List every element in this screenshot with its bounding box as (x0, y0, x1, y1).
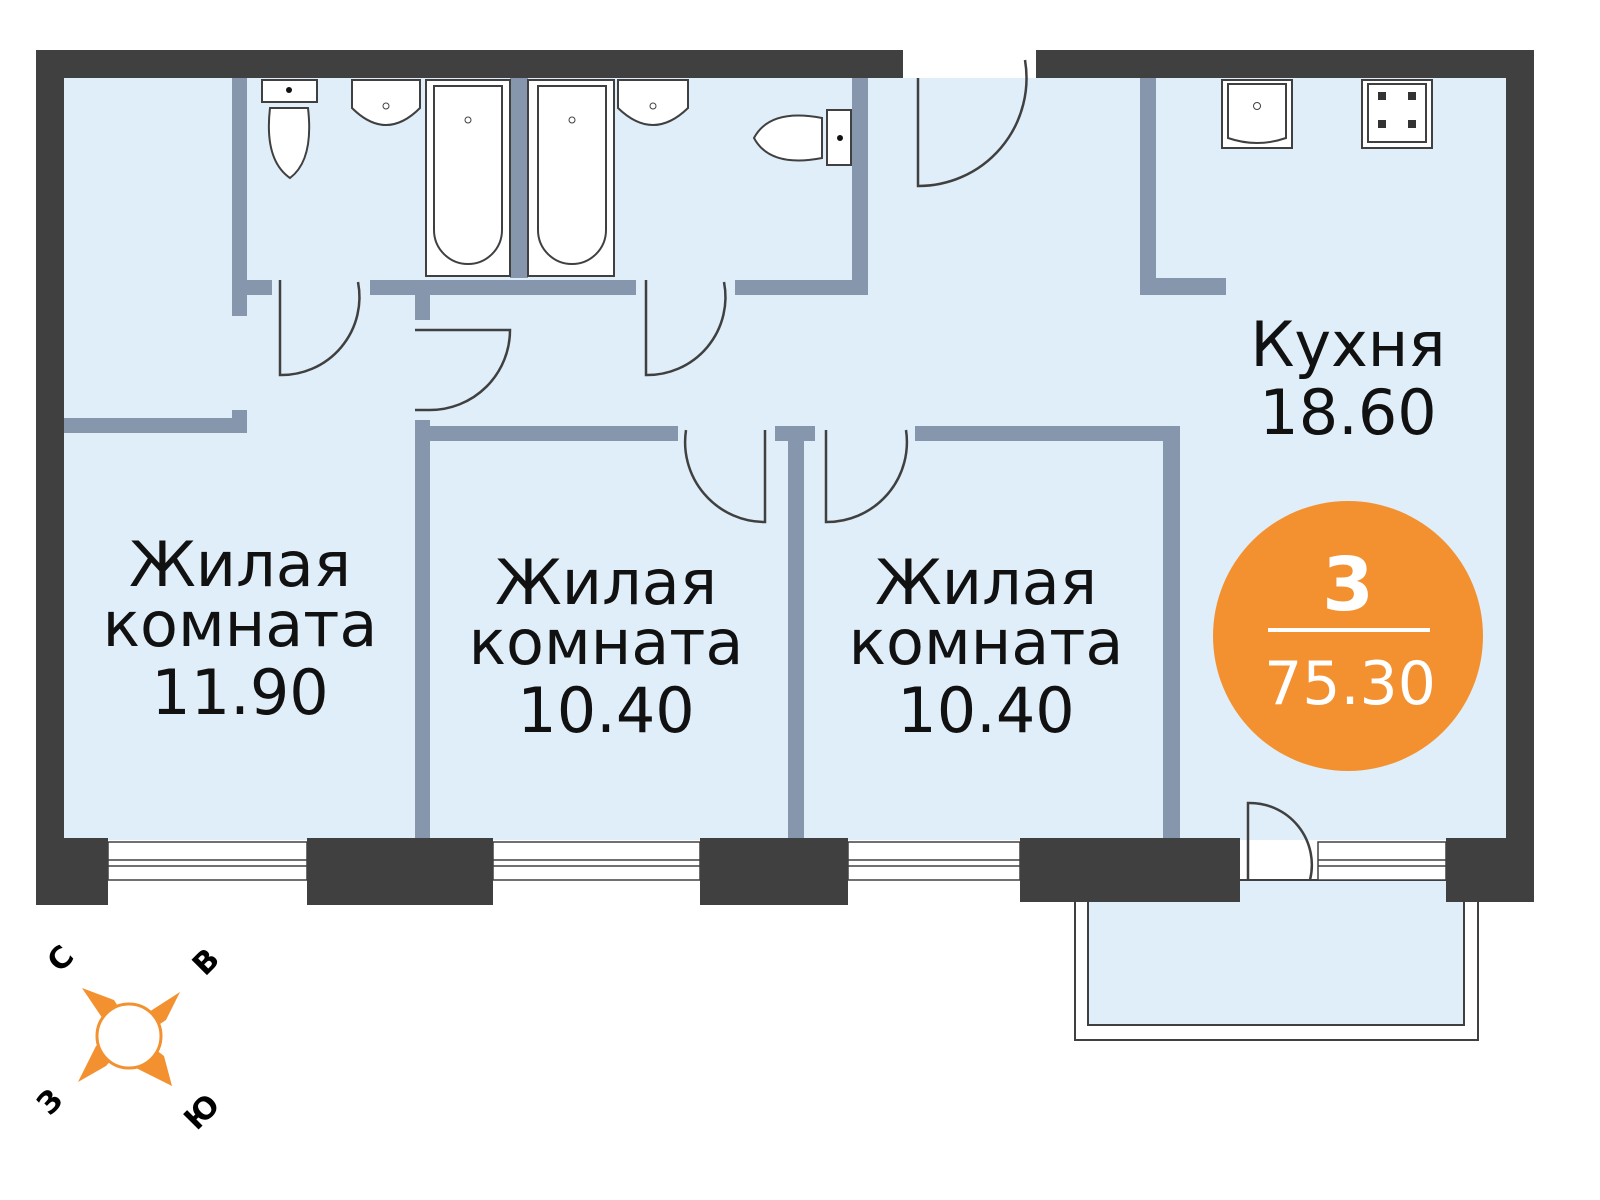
outer-walls (36, 50, 1534, 905)
balcony-floor (1088, 880, 1464, 1025)
room-3-name: Жилая (875, 546, 1097, 619)
balcony-inner-outline (1087, 879, 1465, 1026)
bathroom-fixtures (261, 79, 852, 277)
compass-icon: С В З Ю (30, 939, 227, 1137)
total-area: 75.30 (1264, 649, 1436, 719)
inner-walls (64, 78, 1226, 838)
compass-north: С (41, 939, 81, 979)
compass-south: Ю (178, 1088, 228, 1138)
compass-west: З (30, 1082, 70, 1122)
badge-divider (1268, 628, 1430, 632)
windows (107, 841, 1447, 881)
compass-east: В (186, 942, 227, 983)
summary-badge: 3 75.30 (1213, 501, 1483, 771)
toilet-icon (752, 114, 823, 162)
room-2-name: Жилая (495, 546, 717, 619)
room-2-area: 10.40 (517, 674, 695, 747)
toilet-icon (267, 107, 311, 180)
room-1-name-2: комната (103, 588, 378, 661)
room-3-name-2: комната (849, 606, 1124, 679)
room-1-name: Жилая (129, 528, 351, 601)
room-2-name-2: комната (469, 606, 744, 679)
kitchen-fixtures (1221, 79, 1433, 149)
kitchen-area: 18.60 (1259, 376, 1437, 449)
kitchen-name: Кухня (1250, 308, 1445, 381)
rooms-count: 3 (1322, 542, 1374, 628)
room-1-area: 11.90 (151, 656, 329, 729)
doors (278, 59, 1314, 881)
room-3-area: 10.40 (897, 674, 1075, 747)
